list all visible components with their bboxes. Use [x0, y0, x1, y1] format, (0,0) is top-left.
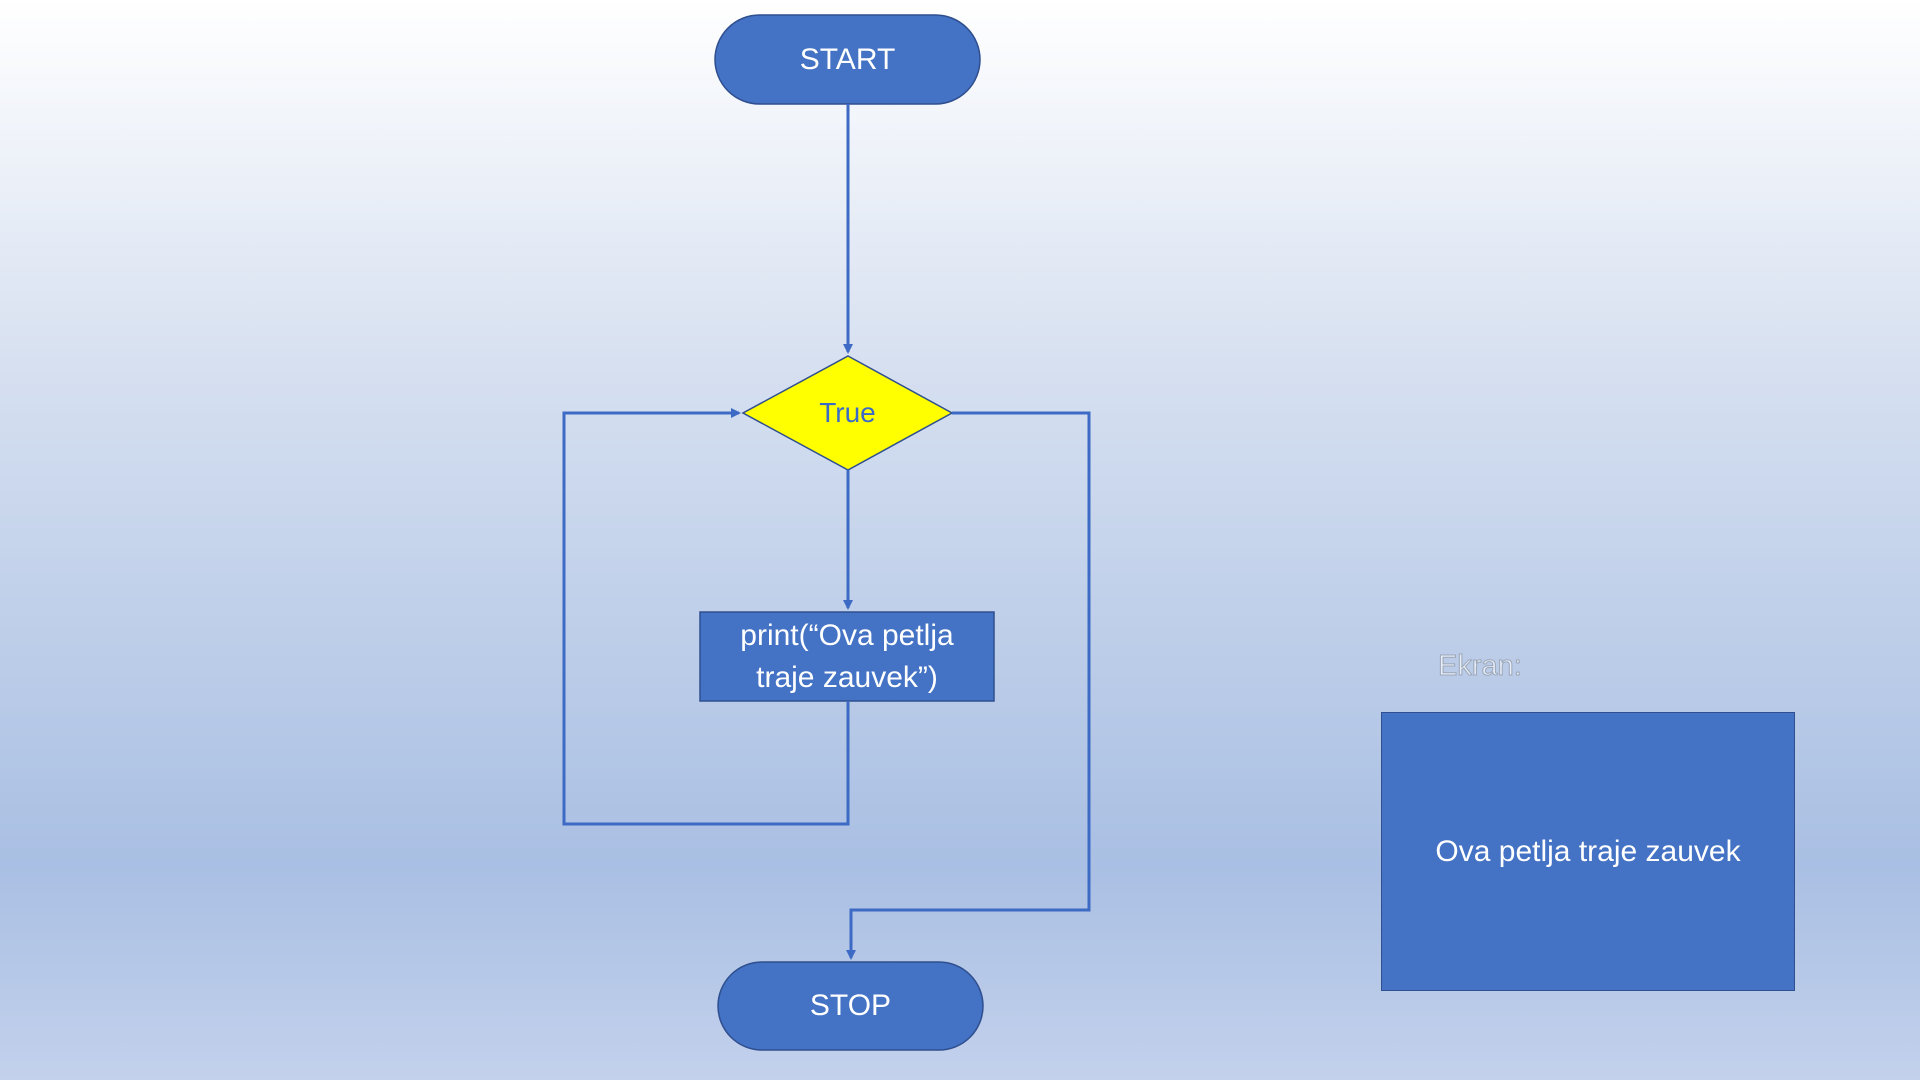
screen-output-text: Ova petlja traje zauvek: [1435, 834, 1741, 868]
screen-output-box: Ova petlja traje zauvek: [1381, 712, 1795, 991]
loop-back-arrow: [562, 408, 850, 826]
stop-terminal: [717, 961, 984, 1051]
condition-diamond: [741, 355, 954, 471]
process-box: [699, 611, 995, 702]
start-terminal: [714, 14, 981, 105]
screen-caption: Ekran:: [1438, 650, 1523, 683]
condition-to-stop-arrow: [846, 411, 1091, 960]
